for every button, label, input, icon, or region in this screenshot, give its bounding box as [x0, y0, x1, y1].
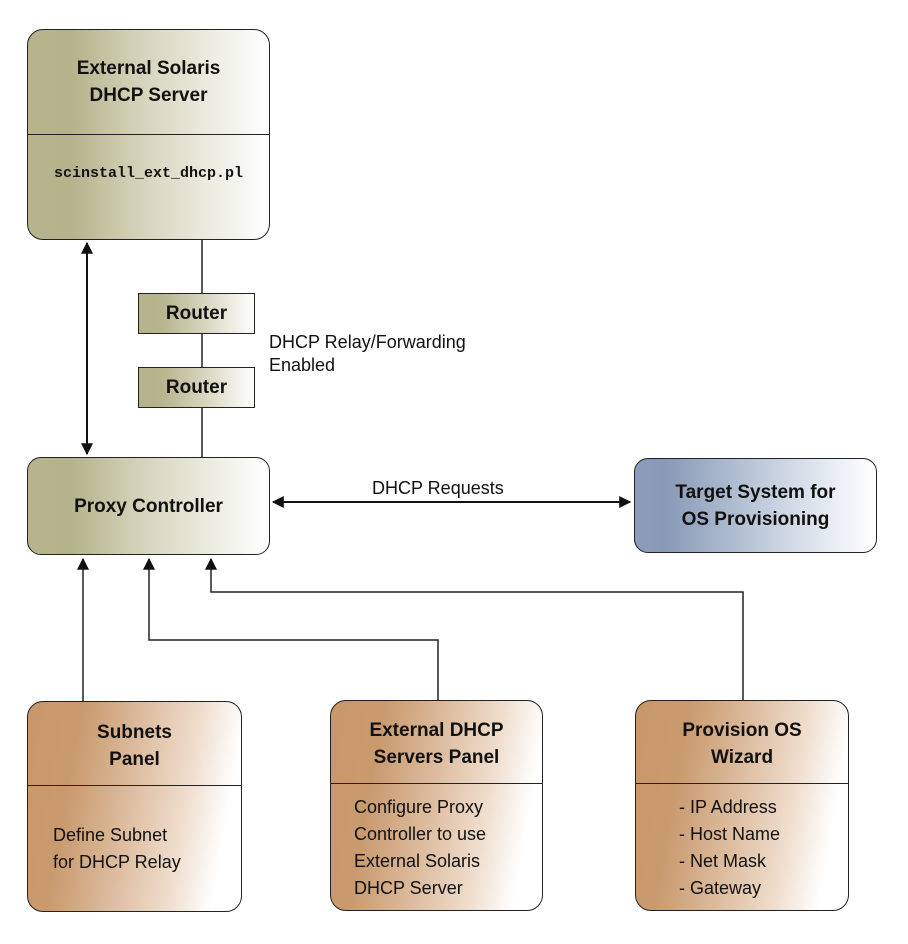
- subnets-title-line: Panel: [109, 748, 160, 770]
- edge-extdhcp-proxy: [143, 557, 439, 700]
- subnets-body-line: for DHCP Relay: [53, 852, 181, 872]
- provision-os-wizard: Provision OS Wizard - IP Address - Host …: [635, 700, 849, 911]
- wizard-body-line: - Host Name: [679, 823, 781, 844]
- wizard-title-line: Wizard: [710, 747, 774, 768]
- server-title-line: DHCP Server: [89, 85, 208, 106]
- wizard-title-line: Provision OS: [682, 720, 802, 741]
- server-title: External Solaris DHCP Server: [28, 30, 269, 134]
- extdhcp-body-line: DHCP Server: [354, 877, 463, 898]
- wizard-body-line: - Net Mask: [679, 850, 767, 871]
- subnets-title-line: Subnets: [97, 721, 172, 743]
- extdhcp-body-line: External Solaris: [354, 850, 481, 871]
- extdhcp-divider: [331, 783, 542, 784]
- router-1: Router: [138, 293, 255, 334]
- external-solaris-dhcp-server: External Solaris DHCP Server scinstall_e…: [27, 29, 270, 240]
- extdhcp-body-line: Controller to use: [354, 823, 487, 844]
- proxy-title: Proxy Controller: [74, 495, 223, 517]
- edge-wizard-proxy: [205, 557, 744, 700]
- subnets-panel: Subnets Panel Define Subnet for DHCP Rel…: [27, 701, 242, 912]
- target-system: Target System for OS Provisioning: [634, 458, 877, 553]
- relay-label-line: DHCP Relay/Forwarding: [269, 332, 466, 352]
- wizard-body-line: - Gateway: [679, 877, 762, 898]
- wizard-divider: [636, 783, 848, 784]
- router-2: Router: [138, 367, 255, 408]
- server-script: scinstall_ext_dhcp.pl: [53, 165, 244, 182]
- subnets-body-line: Define Subnet: [53, 825, 168, 845]
- target-title-line: Target System for: [675, 481, 836, 503]
- external-dhcp-servers-panel: External DHCP Servers Panel Configure Pr…: [330, 700, 543, 911]
- target-title-line: OS Provisioning: [681, 508, 830, 530]
- wizard-body-line: - IP Address: [679, 796, 777, 817]
- proxy-controller: Proxy Controller: [27, 457, 270, 555]
- router-1-label: Router: [165, 302, 228, 324]
- router-2-label: Router: [165, 376, 228, 398]
- extdhcp-body-line: Configure Proxy: [354, 796, 484, 817]
- extdhcp-title-line: External DHCP: [369, 720, 504, 741]
- relay-label: DHCP Relay/Forwarding Enabled: [269, 331, 466, 377]
- dhcp-requests-label: DHCP Requests: [372, 478, 504, 498]
- extdhcp-title-line: Servers Panel: [373, 747, 500, 768]
- subnets-divider: [28, 785, 241, 786]
- relay-label-line: Enabled: [269, 355, 336, 375]
- server-title-line: External Solaris: [76, 58, 221, 79]
- server-divider: [28, 134, 269, 135]
